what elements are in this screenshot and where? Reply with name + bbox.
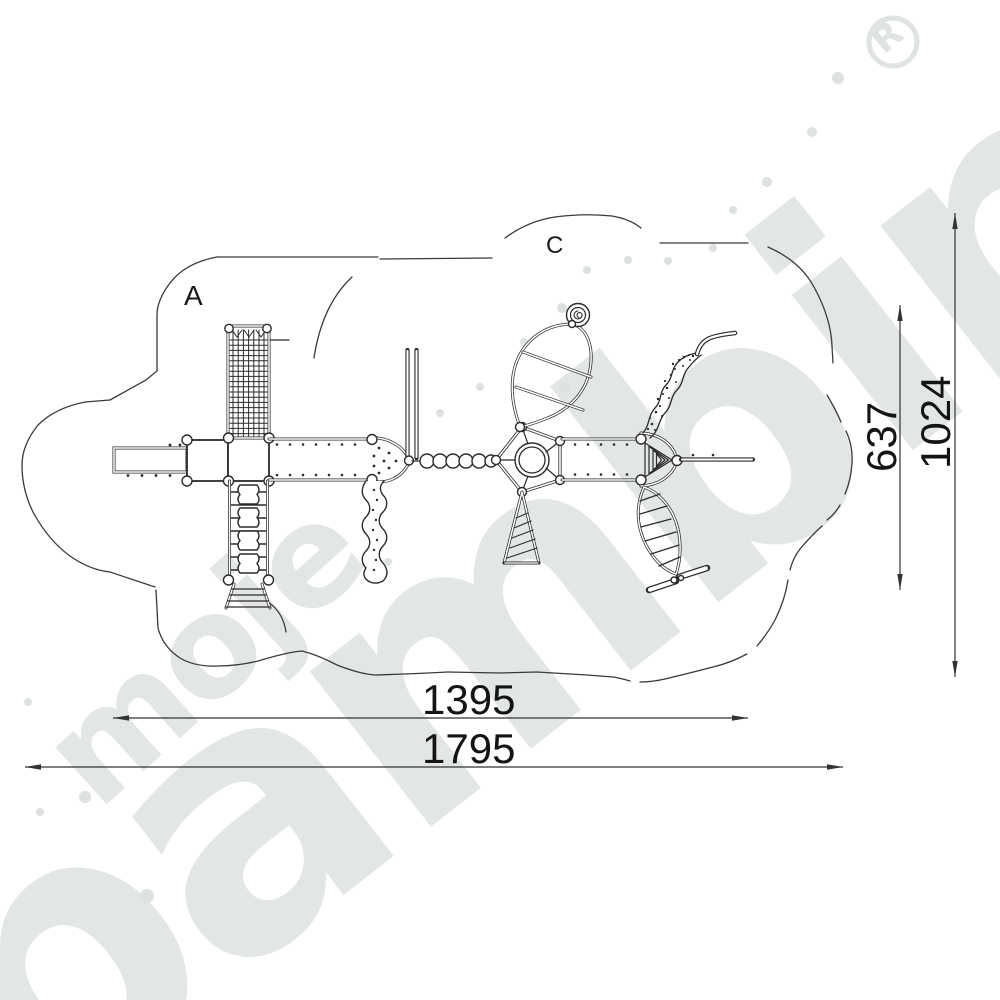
zone-overlap-arc-bottom xyxy=(267,601,287,633)
propeller-rocker xyxy=(645,564,711,594)
bridge-barrels xyxy=(237,484,260,574)
arrowhead-right-icon xyxy=(732,715,748,721)
caterpillar-bridge xyxy=(222,479,275,586)
arrowhead-down-icon xyxy=(952,661,958,677)
dimension-structure-width: 1395 xyxy=(113,676,748,723)
arrow-pod-platform xyxy=(639,431,683,488)
arrowhead-up-icon xyxy=(952,213,958,229)
climbing-net-tower xyxy=(222,323,290,487)
leaf-ladder-down xyxy=(636,485,682,576)
wavy-climbing-wall xyxy=(361,480,388,584)
arrowhead-left-icon xyxy=(25,764,41,770)
walkway-rails xyxy=(267,437,372,482)
dimension-zone-width: 1795 xyxy=(25,725,843,772)
arrowhead-down-icon xyxy=(897,574,903,590)
playground-structure xyxy=(112,302,756,610)
rope-texture-dots xyxy=(646,354,695,431)
zone-label-c: C xyxy=(546,232,563,259)
balance-beam xyxy=(678,453,756,462)
safety-zone-outline xyxy=(21,214,853,683)
nested-triangle-seat xyxy=(644,442,673,478)
zone-label-a: A xyxy=(184,280,203,311)
dimension-zone-height: 1024 xyxy=(912,213,959,677)
dimension-value-1795: 1795 xyxy=(422,725,515,772)
twisted-rope-climber xyxy=(642,330,738,439)
dimension-value-637: 637 xyxy=(858,402,905,472)
main-platform xyxy=(227,437,270,482)
dimension-value-1395: 1395 xyxy=(422,676,515,723)
triangle-climber xyxy=(502,490,541,565)
slide xyxy=(112,443,189,477)
spiral-top-icon xyxy=(565,302,591,329)
zone-overlap-arc-left xyxy=(313,276,353,359)
firefighter-poles xyxy=(403,347,419,466)
stepping-ring-chain xyxy=(411,453,498,469)
dimension-structure-height: 637 xyxy=(858,305,905,590)
dimension-annotations: 1395 1795 637 1024 xyxy=(25,213,959,772)
slide-platform xyxy=(181,434,229,487)
arrowhead-right-icon xyxy=(827,764,843,770)
watermark-confetti-dots xyxy=(24,72,844,903)
arrowhead-left-icon xyxy=(113,715,129,721)
a-frame-ladder xyxy=(224,582,272,610)
dimension-value-1024: 1024 xyxy=(912,376,959,469)
arrowhead-up-icon xyxy=(897,305,903,321)
leaf-climber-up xyxy=(510,302,593,433)
